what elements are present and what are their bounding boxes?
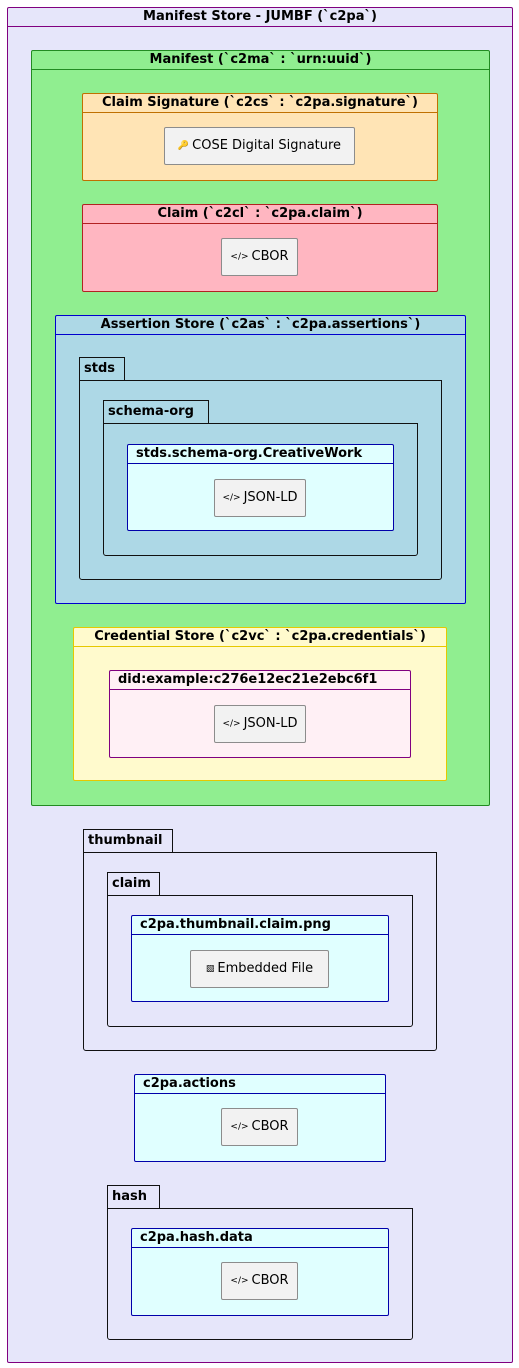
actions-cbor-item[interactable]: </>CBOR (221, 1108, 298, 1146)
actions-cbor-label: CBOR (251, 1119, 289, 1134)
code-icon: </> (230, 1276, 249, 1286)
claim-cbor-label: CBOR (251, 249, 289, 264)
claim-package-tab: claim (107, 872, 160, 896)
thumbnail-package-tab: thumbnail (83, 829, 173, 853)
claim-signature-box: Claim Signature (`c2cs` : `c2pa.signatur… (82, 93, 438, 181)
code-icon: </> (230, 1122, 249, 1132)
hash-package (107, 1208, 413, 1340)
claim-package (107, 895, 413, 1027)
creativework-jsonld-label: JSON-LD (243, 490, 298, 505)
hash-data-title: c2pa.hash.data (132, 1229, 388, 1248)
creativework-node: stds.schema-org.CreativeWork (127, 444, 394, 531)
hash-cbor-label: CBOR (251, 1273, 289, 1288)
stds-package (79, 380, 442, 580)
cose-signature-label: COSE Digital Signature (192, 138, 342, 153)
thumbnail-title: c2pa.thumbnail.claim.png (132, 916, 388, 935)
manifest-title: Manifest (`c2ma` : `urn:uuid`) (32, 51, 489, 70)
did-title: did:example:c276e12ec21e2ebc6f1 (110, 671, 410, 690)
embedded-file-item[interactable]: ▧Embedded File (190, 950, 329, 988)
schema-org-package-tab: schema-org (103, 400, 209, 424)
claim-cbor-item[interactable]: </>CBOR (221, 238, 298, 276)
hash-package-tab: hash (107, 1185, 160, 1209)
hash-cbor-item[interactable]: </>CBOR (221, 1262, 298, 1300)
did-jsonld-label: JSON-LD (243, 716, 298, 731)
did-jsonld-item[interactable]: </>JSON-LD (214, 705, 306, 743)
stds-package-tab: stds (79, 357, 125, 381)
schema-org-package (103, 423, 418, 556)
creativework-title: stds.schema-org.CreativeWork (128, 445, 393, 464)
claim-title: Claim (`c2cl` : `c2pa.claim`) (83, 205, 437, 224)
code-icon: </> (222, 493, 241, 503)
credential-store-title: Credential Store (`c2vc` : `c2pa.credent… (74, 628, 446, 647)
assertion-store-title: Assertion Store (`c2as` : `c2pa.assertio… (56, 316, 465, 335)
code-icon: </> (230, 252, 249, 262)
claim-signature-title: Claim Signature (`c2cs` : `c2pa.signatur… (83, 94, 437, 113)
actions-title: c2pa.actions (135, 1075, 385, 1094)
code-icon: </> (222, 719, 241, 729)
creativework-jsonld-item[interactable]: </>JSON-LD (214, 479, 306, 517)
thumbnail-package (83, 852, 437, 1051)
key-icon: 🔑 (177, 141, 190, 151)
manifest-store-title: Manifest Store - JUMBF (`c2pa`) (8, 8, 512, 27)
embedded-file-label: Embedded File (217, 961, 314, 976)
image-icon: ▧ (205, 964, 215, 974)
cose-signature-item[interactable]: 🔑COSE Digital Signature (164, 127, 355, 165)
